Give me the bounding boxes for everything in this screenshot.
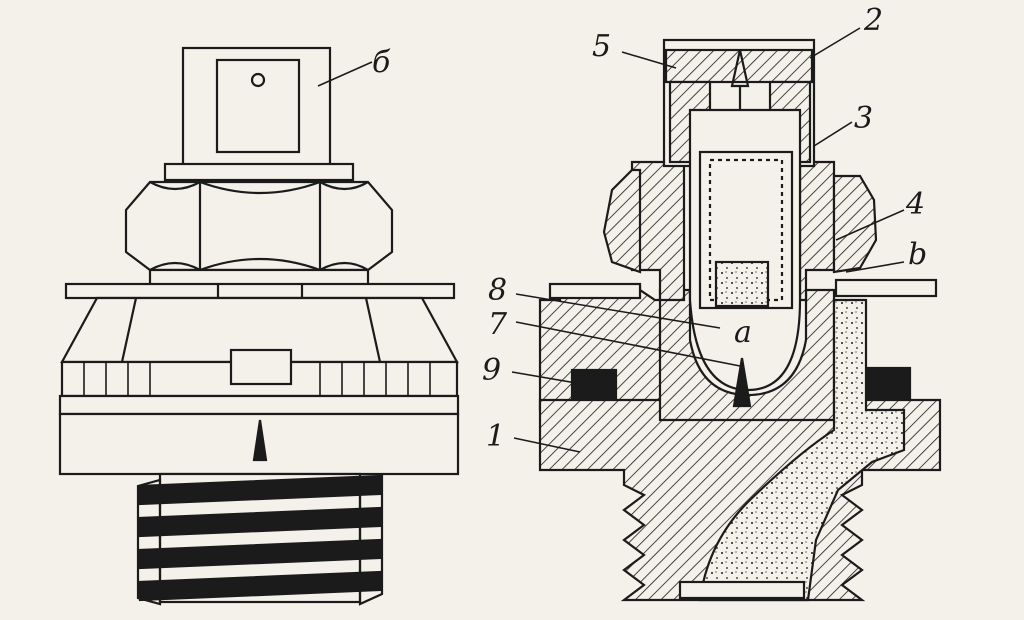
ring-ticks (83, 362, 431, 396)
section-view (538, 38, 942, 602)
head-collar (163, 162, 355, 182)
label-7: 7 (488, 307, 508, 342)
index-mark (252, 419, 268, 462)
part-labels: б 2 5 3 4 b 8 7 a 9 1 (372, 3, 927, 454)
section-washer-right (834, 278, 938, 298)
top-head-window (215, 58, 301, 154)
lower-band (58, 394, 460, 416)
bottom-plug (678, 580, 806, 600)
upper-collar-right (798, 160, 836, 302)
label-b: b (908, 237, 927, 272)
section-nut-left (602, 168, 642, 274)
label-8: 8 (488, 273, 507, 308)
top-head-hole (250, 72, 266, 88)
leader-lines (317, 27, 905, 453)
hex-nut (124, 180, 394, 272)
label-4: 4 (905, 187, 925, 222)
section-washer-left (548, 282, 642, 300)
label-a: a (734, 315, 752, 350)
label-9: 9 (482, 353, 501, 388)
striker-pin (732, 357, 752, 408)
label-5: 5 (592, 29, 611, 64)
washer (64, 282, 456, 300)
label-3: 3 (854, 101, 873, 136)
section-nut-right (832, 174, 878, 274)
charge-pellet (714, 260, 770, 308)
powder-channel-right (698, 298, 906, 602)
exterior-view (58, 46, 460, 606)
ring-window (229, 348, 293, 386)
label-1: 1 (486, 419, 505, 454)
central-boss (658, 288, 836, 422)
threaded-shank (136, 472, 384, 606)
gasket-right (864, 366, 912, 400)
label-2: 2 (863, 3, 883, 38)
label-6: б (372, 45, 391, 80)
